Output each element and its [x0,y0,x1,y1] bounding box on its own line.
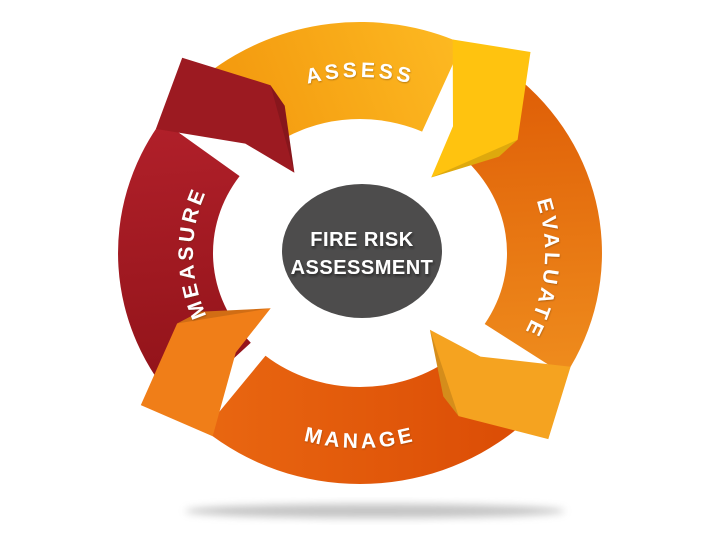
evaluate-arrowhead [429,329,571,440]
center-circle [282,184,442,318]
center-text-line1: FIRE RISK [310,229,413,251]
manage-arrowhead [140,308,271,437]
assess-arrowhead-fold [431,139,518,178]
evaluate-arrowhead-fold [429,329,459,417]
measure-arrowhead-fold [270,85,295,173]
center-text: FIRE RISK ASSESSMENT [291,229,434,279]
manage-arrowhead-fold [177,308,271,324]
ground-shadow [185,504,565,518]
measure-arrowhead [155,57,295,173]
assess-arrowhead [431,39,531,178]
center-text-line2: ASSESSMENT [291,257,434,279]
manage-band [204,355,516,485]
